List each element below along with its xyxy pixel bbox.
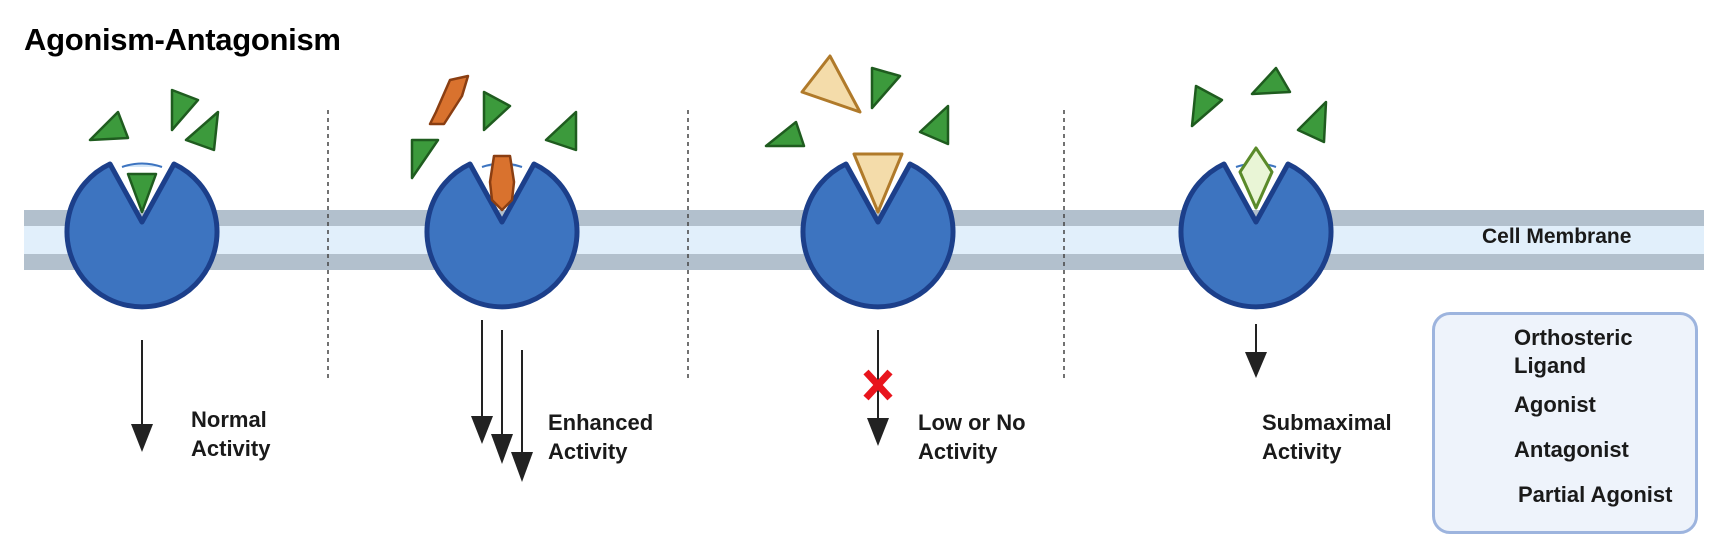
panel-submaximal bbox=[1181, 146, 1331, 307]
legend bbox=[1432, 312, 1698, 534]
arrow-head bbox=[511, 452, 533, 482]
bound-antagonist-icon bbox=[852, 152, 904, 214]
orthosteric-ligand-icon bbox=[918, 104, 950, 146]
activity-label-low-or-no: Low or No Activity bbox=[918, 408, 1026, 466]
orthosteric-ligand-icon bbox=[764, 120, 806, 148]
arrow-head bbox=[1245, 352, 1267, 378]
free-ligands-enhanced bbox=[410, 74, 578, 180]
activity-label-submaximal: Submaximal Activity bbox=[1262, 408, 1392, 466]
orthosteric-ligand-icon bbox=[410, 138, 440, 180]
diagram-title: Agonism-Antagonism bbox=[24, 22, 341, 57]
orthosteric-ligand-icon bbox=[170, 88, 200, 132]
activity-label-line2: Activity bbox=[918, 439, 998, 464]
orthosteric-ligand-icon bbox=[1190, 84, 1224, 128]
activity-label-normal: Normal Activity bbox=[191, 405, 270, 463]
cell-membrane-label: Cell Membrane bbox=[1482, 225, 1632, 248]
legend-orthosteric-line2: Ligand bbox=[1514, 353, 1587, 378]
orthosteric-ligand-icon bbox=[1296, 100, 1328, 144]
legend-agonist-label: Agonist bbox=[1514, 392, 1596, 417]
orthosteric-ligand-icon bbox=[482, 90, 512, 132]
legend-orthosteric-line1: Orthosteric bbox=[1514, 325, 1633, 350]
activity-label-line2: Activity bbox=[1262, 439, 1342, 464]
orthosteric-ligand-icon bbox=[184, 110, 220, 152]
activity-label-line2: Activity bbox=[191, 436, 271, 461]
panel-enhanced bbox=[427, 154, 577, 307]
arrow-head bbox=[867, 418, 889, 446]
free-ligands-normal bbox=[88, 88, 220, 152]
free-ligands-submaximal bbox=[1190, 66, 1328, 144]
activity-label-line1: Enhanced bbox=[548, 410, 654, 435]
activity-arrows bbox=[131, 320, 1267, 482]
orthosteric-ligand-icon bbox=[88, 110, 130, 142]
arrow-head bbox=[131, 424, 153, 452]
legend-antagonist-label: Antagonist bbox=[1514, 437, 1629, 462]
arrow-head bbox=[471, 416, 493, 444]
free-ligands-low bbox=[764, 54, 950, 148]
activity-label-line1: Low or No bbox=[918, 410, 1026, 435]
orthosteric-ligand-icon bbox=[544, 110, 578, 152]
activity-label-line1: Normal bbox=[191, 407, 267, 432]
panel-low-or-no bbox=[803, 152, 953, 307]
activity-label-enhanced: Enhanced Activity bbox=[548, 408, 653, 466]
legend-orthosteric-label: Orthosteric Ligand bbox=[1514, 324, 1633, 380]
bound-orthosteric-ligand-icon bbox=[126, 172, 158, 214]
orthosteric-ligand-icon bbox=[1250, 66, 1292, 96]
arrow-head bbox=[491, 434, 513, 464]
receptor-pocket bbox=[121, 162, 163, 168]
blocked-x-icon bbox=[863, 369, 893, 401]
bound-agonist-icon bbox=[488, 154, 516, 212]
agonist-icon bbox=[428, 74, 470, 126]
orthosteric-ligand-icon bbox=[870, 66, 902, 110]
legend-partial-agonist-label: Partial Agonist bbox=[1518, 482, 1673, 507]
activity-label-line1: Submaximal bbox=[1262, 410, 1392, 435]
panel-normal bbox=[67, 164, 217, 307]
activity-label-line2: Activity bbox=[548, 439, 628, 464]
bound-partial-agonist-icon bbox=[1238, 146, 1274, 210]
antagonist-icon bbox=[800, 54, 862, 114]
